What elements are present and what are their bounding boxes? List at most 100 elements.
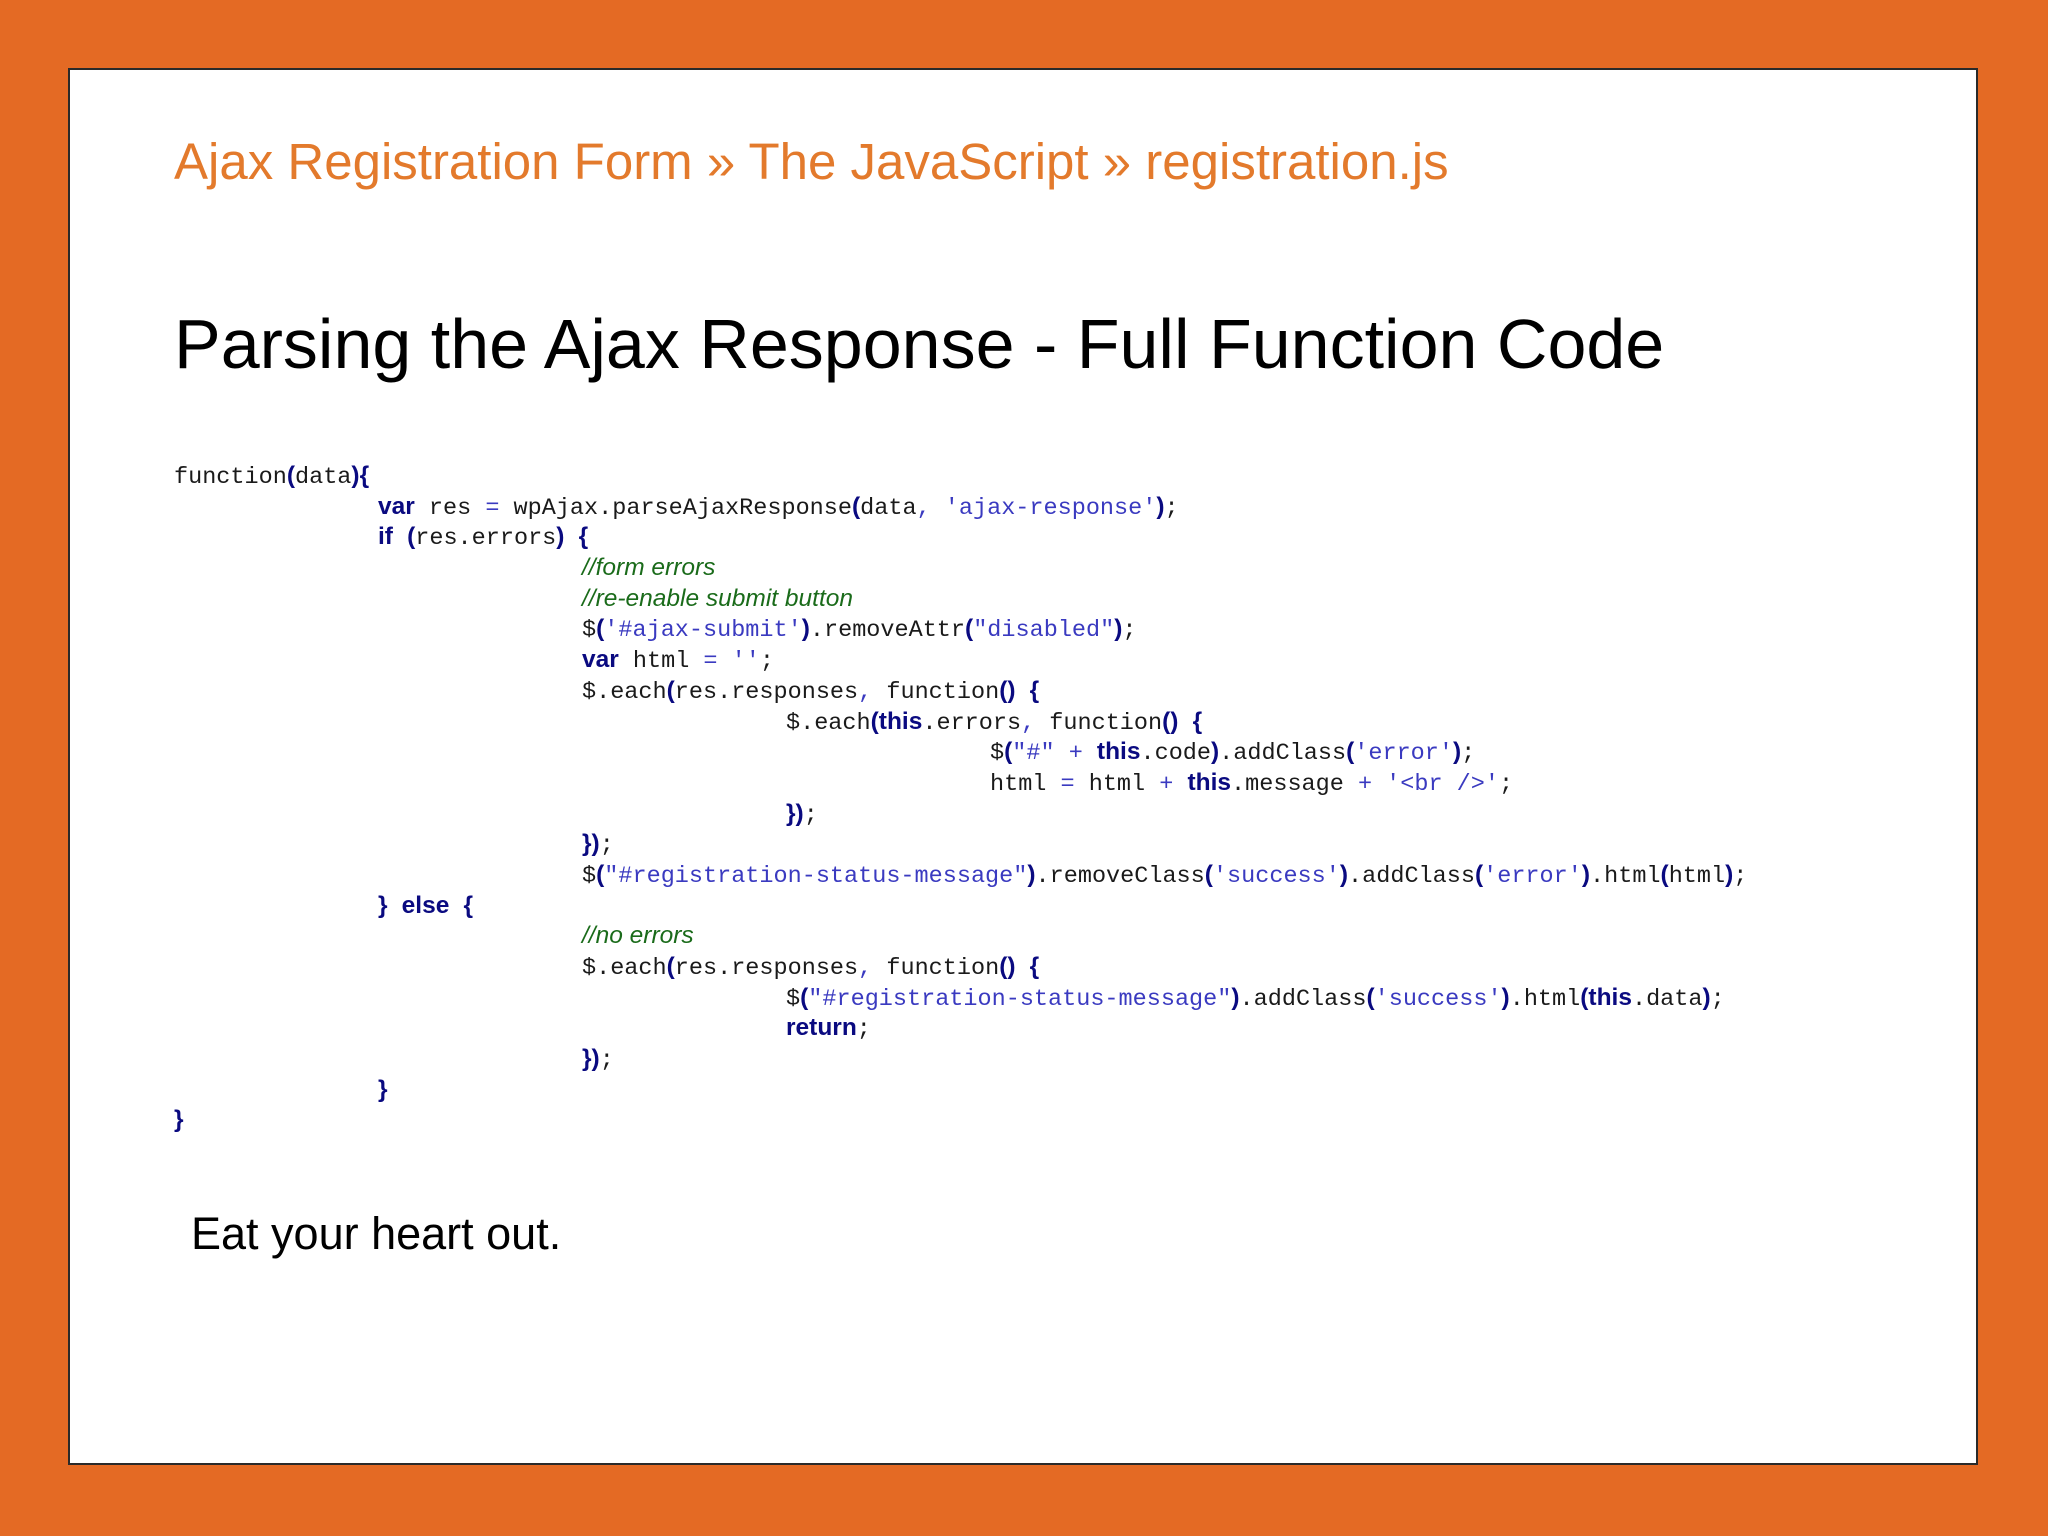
- code-token: $: [990, 740, 1005, 768]
- code-token: {: [1029, 953, 1040, 980]
- page-title: Parsing the Ajax Response - Full Functio…: [174, 305, 1665, 383]
- code-token: }: [378, 891, 388, 919]
- code-token: (: [1346, 738, 1355, 766]
- code-token: '<br />': [1386, 770, 1499, 798]
- code-token: }: [174, 1106, 184, 1134]
- code-token: 'error': [1483, 862, 1582, 890]
- code-token: }): [582, 1045, 600, 1073]
- code-token: var: [582, 646, 619, 674]
- code-token: (: [1580, 983, 1589, 1011]
- code-token: [1173, 771, 1187, 798]
- code-token: res.errors: [415, 525, 557, 553]
- code-token: ): [1581, 860, 1591, 888]
- code-token: ): [556, 523, 565, 551]
- slide-frame: [68, 68, 1978, 1465]
- code-token: ): [1339, 860, 1349, 888]
- code-token: res.responses: [674, 955, 859, 982]
- code-token: .message: [1231, 770, 1358, 798]
- code-token: [718, 648, 732, 675]
- code-token: $: [582, 617, 597, 645]
- code-token: ): [1114, 615, 1123, 643]
- code-token: ,: [858, 955, 887, 982]
- code-token: [1016, 955, 1030, 982]
- code-token: ): [1027, 860, 1036, 888]
- code-line: $('#ajax-submit').removeAttr("disabled")…: [174, 613, 1954, 644]
- code-token: ): [1725, 860, 1734, 888]
- code-token: {: [578, 523, 589, 551]
- code-token: //form errors: [582, 554, 716, 582]
- code-token: "#registration-status-message": [808, 985, 1232, 1013]
- code-token: {: [1029, 676, 1040, 704]
- code-token: .code: [1140, 740, 1211, 768]
- code-token: [449, 894, 463, 921]
- code-line: } else {: [174, 890, 1954, 921]
- code-token: ;: [599, 1047, 614, 1075]
- code-token: else: [401, 891, 450, 919]
- code-line: //form errors: [174, 552, 1954, 583]
- breadcrumb: Ajax Registration Form » The JavaScript …: [174, 133, 1449, 190]
- code-token: html: [618, 648, 704, 676]
- code-token: =: [703, 648, 718, 676]
- code-token: ;: [856, 1016, 871, 1044]
- code-token: ): [1452, 738, 1462, 766]
- code-token: .addClass: [1219, 740, 1347, 768]
- code-token: ): [1211, 738, 1220, 766]
- code-line: //no errors: [174, 920, 1954, 951]
- code-token: (): [1162, 707, 1179, 735]
- code-token: (: [666, 676, 675, 704]
- code-token: ;: [1710, 985, 1725, 1013]
- code-line: html = html + this.message + '<br />';: [174, 767, 1954, 798]
- code-token: res.responses: [674, 678, 859, 706]
- code-token: (: [965, 615, 974, 643]
- code-token: [1178, 710, 1192, 737]
- code-token: function: [886, 678, 1000, 706]
- code-token: function: [886, 955, 1000, 982]
- code-token: wpAjax.parseAjaxResponse: [499, 494, 852, 522]
- code-token: ;: [1122, 617, 1137, 645]
- code-token: "#": [1012, 740, 1055, 768]
- code-token: (: [1660, 860, 1669, 888]
- code-token: this: [1588, 983, 1632, 1011]
- code-line: });: [174, 1043, 1954, 1074]
- code-block: function(data){var res = wpAjax.parseAja…: [174, 460, 1954, 1135]
- code-token: this: [1187, 768, 1232, 796]
- code-token: this: [878, 707, 923, 735]
- code-line: //re-enable submit button: [174, 583, 1954, 614]
- code-token: ,: [858, 678, 887, 706]
- code-token: +: [1068, 740, 1083, 768]
- code-line: $("#registration-status-message").remove…: [174, 859, 1954, 890]
- code-token: res: [414, 494, 486, 522]
- code-token: (: [870, 707, 879, 735]
- code-token: (: [596, 860, 605, 888]
- code-token: .errors: [922, 709, 1022, 737]
- code-token: data: [860, 494, 917, 522]
- code-token: ): [801, 615, 810, 643]
- code-token: }): [786, 799, 804, 827]
- code-token: [1055, 740, 1069, 767]
- code-token: ): [1501, 983, 1510, 1011]
- code-token: .html: [1509, 985, 1581, 1013]
- code-line: $("#registration-status-message").addCla…: [174, 982, 1954, 1013]
- code-line: }: [174, 1104, 1954, 1135]
- code-token: //re-enable submit button: [582, 584, 854, 612]
- code-token: '#ajax-submit': [604, 617, 802, 645]
- code-token: if: [378, 523, 393, 551]
- code-token: (: [286, 462, 295, 489]
- code-token: data: [295, 464, 352, 491]
- code-line: if (res.errors) {: [174, 521, 1954, 552]
- code-token: ): [1702, 983, 1711, 1011]
- code-token: =: [1060, 770, 1075, 798]
- code-line: $("#" + this.code).addClass('error');: [174, 736, 1954, 767]
- code-token: }): [582, 830, 600, 858]
- code-token: +: [1159, 770, 1174, 798]
- code-token: 'error': [1354, 740, 1453, 768]
- code-token: (: [596, 615, 605, 643]
- code-token: (): [999, 953, 1016, 980]
- code-token: $: [582, 862, 597, 890]
- code-token: 'success': [1374, 985, 1502, 1013]
- code-line: return;: [174, 1012, 1954, 1043]
- code-token: ,: [1021, 709, 1050, 737]
- code-token: var: [378, 492, 415, 520]
- code-token: [393, 525, 407, 552]
- code-token: 'success': [1212, 862, 1340, 890]
